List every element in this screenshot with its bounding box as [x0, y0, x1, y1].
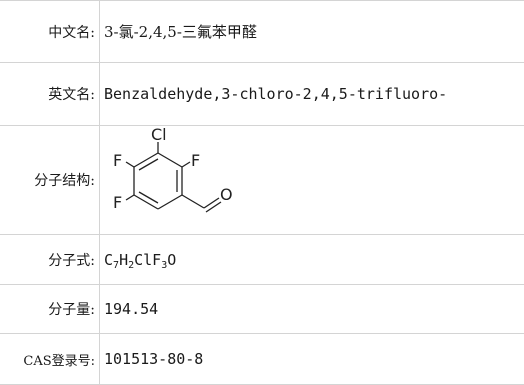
cas-row: CAS登录号: 101513-80-8 [0, 334, 524, 385]
english-name-label: 英文名: [0, 63, 100, 126]
ring-bond [158, 153, 182, 167]
formula-part: C [104, 251, 113, 269]
formula-part: ClF [134, 251, 161, 269]
f-right-atom-label: F [191, 151, 200, 170]
chinese-name-label: 中文名: [0, 1, 100, 63]
carbonyl-bond [206, 202, 221, 212]
cl-atom-label: Cl [151, 127, 167, 144]
english-name-value: Benzaldehyde,3-chloro-2,4,5-trifluoro- [100, 63, 524, 126]
cas-value: 101513-80-8 [100, 334, 524, 385]
f-right-bond [182, 162, 190, 167]
cas-label: CAS登录号: [0, 334, 100, 385]
formula-part: H [119, 251, 128, 269]
molecular-weight-label: 分子量: [0, 285, 100, 334]
ring-bond [134, 153, 158, 167]
ring-bond [158, 195, 182, 209]
english-name-row: 英文名: Benzaldehyde,3-chloro-2,4,5-trifluo… [0, 63, 524, 126]
molecular-weight-value: 194.54 [100, 285, 524, 334]
ring-double-bond [139, 192, 158, 203]
ring-bond [134, 195, 158, 209]
formula-part: O [167, 251, 176, 269]
molecular-weight-row: 分子量: 194.54 [0, 285, 524, 334]
f-left-bond [126, 162, 134, 167]
formula-label: 分子式: [0, 235, 100, 285]
o-atom-label: O [220, 185, 233, 204]
f-bottom-atom-label: F [113, 193, 122, 212]
structure-label: 分子结构: [0, 126, 100, 235]
ring-double-bond [139, 159, 158, 170]
formula-row: 分子式: C7H2ClF3O [0, 235, 524, 285]
f-left-atom-label: F [113, 151, 122, 170]
aldehyde-bond [182, 195, 204, 208]
chinese-name-row: 中文名: 3-氯-2,4,5-三氟苯甲醛 [0, 1, 524, 63]
molecular-formula: C7H2ClF3O [100, 235, 524, 285]
f-bottom-bond [126, 195, 134, 200]
structure-cell: Cl F F F O [100, 126, 524, 235]
chinese-name-value: 3-氯-2,4,5-三氟苯甲醛 [100, 1, 524, 63]
molecular-structure-diagram: Cl F F F O [106, 127, 266, 233]
structure-row: 分子结构: [0, 126, 524, 235]
carbonyl-bond [204, 198, 219, 208]
